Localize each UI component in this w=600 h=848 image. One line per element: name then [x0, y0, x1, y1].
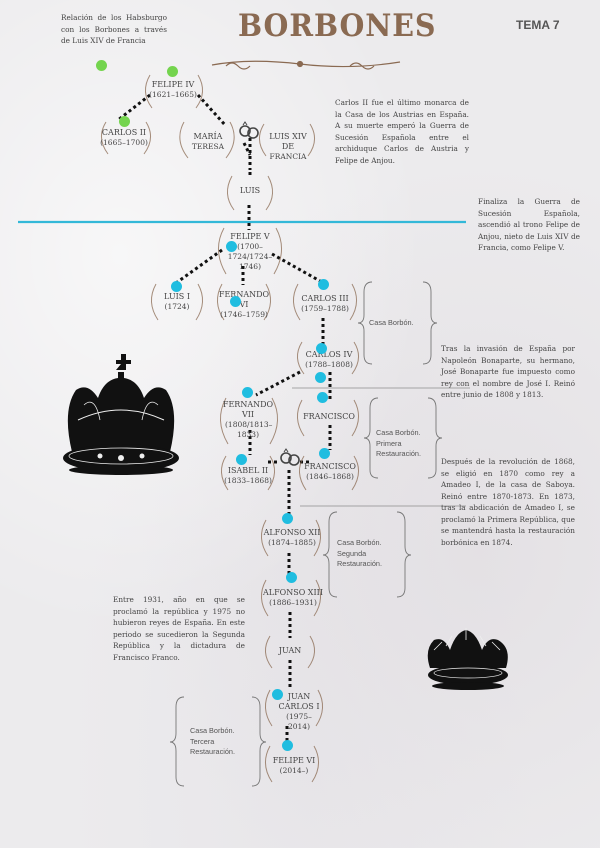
ornament-icon [211, 60, 401, 70]
page-title: BORBONES [238, 8, 437, 44]
note-habsburg: Relación de los Habsburgo con los Borbon… [61, 13, 167, 45]
marker-dot [282, 513, 293, 524]
rings-icon [280, 448, 300, 466]
bracket-tercera-restauracion: Casa Borbón. Tercera Restauración. [190, 726, 236, 756]
note-napoleon: Tras la invasión de España por Napoleón … [441, 344, 575, 399]
node-carlos-iii: CARLOS III(1759–1788) [301, 294, 349, 313]
marker-dot [318, 279, 329, 290]
marker-dot [171, 281, 182, 292]
marker-dot [315, 372, 326, 383]
note-succession-war: Finaliza la Guerra de Sucesión Española,… [478, 197, 580, 252]
bracket-segunda-restauracion: Casa Borbón. Segunda Restauración. [337, 538, 383, 568]
marker-dot [226, 241, 237, 252]
marker-dot [242, 387, 253, 398]
node-fernando-vi: FERNANDO VI(1746–1759) [218, 290, 270, 319]
crown-icon [63, 354, 179, 475]
node-luis: LUIS [239, 186, 261, 195]
marker-dot [319, 448, 330, 459]
bracket-primera-restauracion: Casa Borbón. Primera Restauración. [376, 428, 422, 458]
node-juan-carlos-i: JUAN CARLOS I(1975–2014) [278, 692, 320, 731]
note-revolution-1868: Después de la revolución de 1868, se eli… [441, 457, 575, 547]
node-fernando-vii: FERNANDO VII(1808/1813–1833) [222, 400, 274, 439]
topic-label: TEMA 7 [516, 18, 560, 32]
bracket-casa-borbon: Casa Borbón. [369, 318, 414, 327]
node-juan: JUAN [278, 646, 302, 655]
marker-dot [230, 296, 241, 307]
node-carlos-ii: CARLOS II(1665–1700) [100, 128, 148, 147]
node-alfonso-xiii: ALFONSO XIII(1886–1931) [263, 588, 323, 607]
marker-dot [119, 116, 130, 127]
node-felipe-v: FELIPE V(1700–1724/1724–1746) [227, 232, 273, 271]
marker-dot [167, 66, 178, 77]
node-luis-i: LUIS I(1724) [164, 292, 190, 311]
crown-icon [427, 628, 508, 690]
node-isabel-ii: ISABEL II(1833–1868) [224, 466, 272, 485]
rings-icon [239, 121, 259, 139]
marker-dot [272, 689, 283, 700]
note-republic-1931: Entre 1931, año en que se proclamó la re… [113, 595, 245, 662]
marker-dot [317, 392, 328, 403]
node-felipe-iv: FELIPE IV(1621–1665) [149, 80, 197, 99]
marker-dot [236, 454, 247, 465]
node-francisco-de-asis: FRANCISCO(1846–1868) [304, 462, 356, 481]
node-francisco: FRANCISCO [303, 412, 355, 421]
node-alfonso-xii: ALFONSO XII(1874–1885) [263, 528, 321, 547]
marker-dot [282, 740, 293, 751]
note-carlos-ii: Carlos II fue el último monarca de la Ca… [335, 98, 469, 165]
marker-dot [96, 60, 107, 71]
marker-dot [316, 343, 327, 354]
laurel-icon [101, 74, 359, 783]
node-carlos-iv: CARLOS IV(1788–1808) [305, 350, 353, 369]
marker-dot [286, 572, 297, 583]
node-felipe-vi: FELIPE VI(2014–) [272, 756, 316, 775]
